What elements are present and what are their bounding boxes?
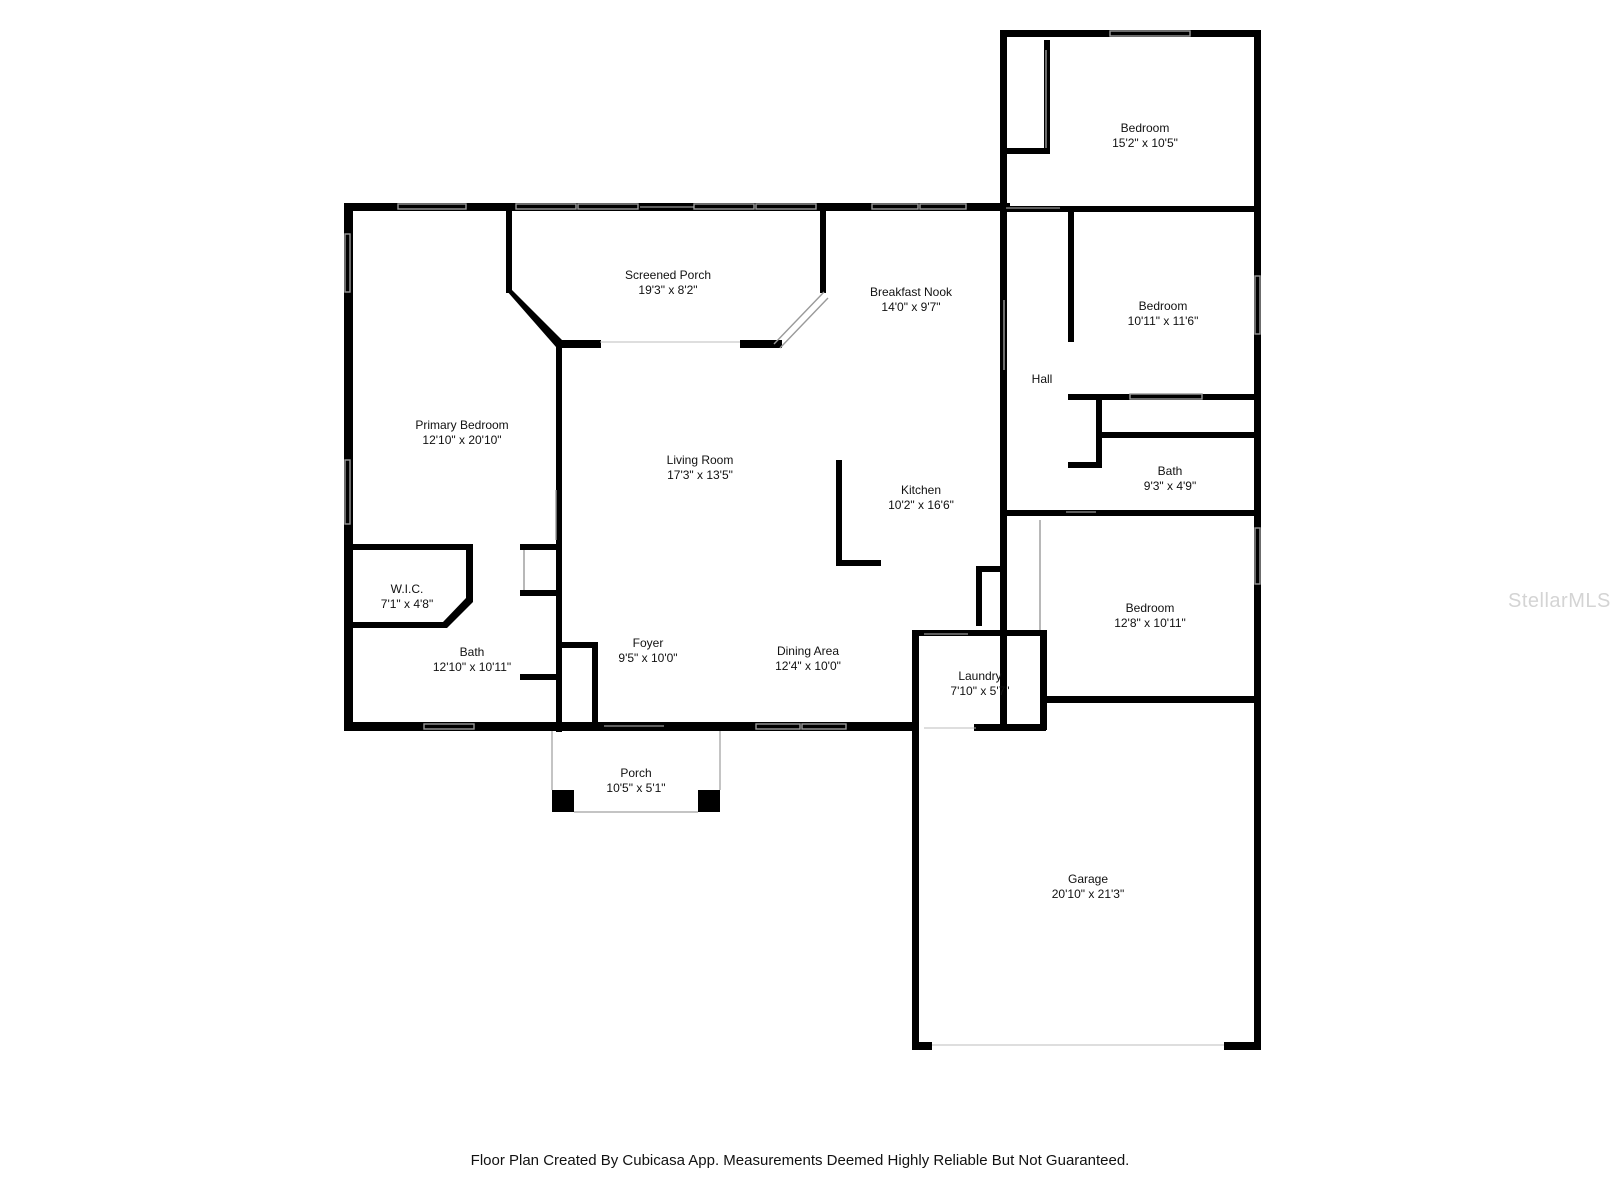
room-porch: Porch 10'5" x 5'1": [606, 766, 665, 795]
room-name: Breakfast Nook: [870, 285, 953, 299]
room-dimensions: 20'10" x 21'3": [1052, 887, 1125, 901]
room-screened-porch: Screened Porch 19'3" x 8'2": [625, 268, 711, 297]
room-dimensions: 12'10" x 10'11": [433, 660, 511, 674]
room-dimensions: 12'10" x 20'10": [422, 433, 501, 447]
room-name: Primary Bedroom: [415, 418, 508, 432]
room-hall: Hall: [1032, 372, 1053, 386]
room-bath-e: Bath 9'3" x 4'9": [1144, 464, 1196, 493]
room-laundry: Laundry 7'10" x 5'7": [950, 669, 1009, 698]
room-name: Foyer: [633, 636, 664, 650]
room-name: Garage: [1068, 872, 1108, 886]
room-name: Bath: [1158, 464, 1183, 478]
room-dimensions: 9'3" x 4'9": [1144, 479, 1196, 493]
room-dimensions: 10'5" x 5'1": [606, 781, 665, 795]
watermark: StellarMLS: [1508, 590, 1611, 612]
room-bath-w: Bath 12'10" x 10'11": [433, 645, 511, 674]
room-name: Living Room: [667, 453, 734, 467]
room-name: Laundry: [958, 669, 1001, 683]
room-name: Dining Area: [777, 644, 839, 658]
room-dimensions: 7'10" x 5'7": [950, 684, 1009, 698]
room-name: Bedroom: [1121, 121, 1170, 135]
room-dimensions: 9'5" x 10'0": [618, 651, 677, 665]
room-name: Bath: [460, 645, 485, 659]
room-dimensions: 7'1" x 4'8": [381, 597, 433, 611]
openings: [600, 206, 1224, 1046]
room-dimensions: 10'2" x 16'6": [888, 498, 954, 512]
room-name: Porch: [620, 766, 651, 780]
room-garage: Garage 20'10" x 21'3": [1052, 872, 1125, 901]
room-dimensions: 15'2" x 10'5": [1112, 136, 1178, 150]
porch-outline: [551, 731, 721, 813]
room-foyer: Foyer 9'5" x 10'0": [618, 636, 677, 665]
room-labels: Bedroom 15'2" x 10'5" Breakfast Nook 14'…: [381, 121, 1199, 901]
room-name: Kitchen: [901, 483, 941, 497]
room-dimensions: 10'11" x 11'6": [1128, 314, 1199, 328]
room-dimensions: 12'4" x 10'0": [775, 659, 841, 673]
room-bedroom-se: Bedroom 12'8" x 10'11": [1114, 601, 1186, 630]
room-primary-bedroom: Primary Bedroom 12'10" x 20'10": [415, 418, 508, 447]
room-dimensions: 14'0" x 9'7": [881, 300, 940, 314]
room-living-room: Living Room 17'3" x 13'5": [667, 453, 734, 482]
room-kitchen: Kitchen 10'2" x 16'6": [888, 483, 954, 512]
disclaimer-footer: Floor Plan Created By Cubicasa App. Meas…: [470, 1152, 1130, 1169]
windows: [344, 30, 1261, 730]
room-dimensions: 12'8" x 10'11": [1114, 616, 1186, 630]
room-dimensions: 19'3" x 8'2": [638, 283, 697, 297]
room-name: Hall: [1032, 372, 1053, 386]
room-wic: W.I.C. 7'1" x 4'8": [381, 582, 433, 611]
room-name: Bedroom: [1126, 601, 1175, 615]
room-dining-area: Dining Area 12'4" x 10'0": [775, 644, 841, 673]
room-name: W.I.C.: [391, 582, 424, 596]
room-name: Bedroom: [1139, 299, 1188, 313]
room-breakfast-nook: Breakfast Nook 14'0" x 9'7": [870, 285, 953, 314]
room-bedroom-e: Bedroom 10'11" x 11'6": [1128, 299, 1199, 328]
room-dimensions: 17'3" x 13'5": [667, 468, 733, 482]
room-bedroom-ne: Bedroom 15'2" x 10'5": [1112, 121, 1178, 150]
room-name: Screened Porch: [625, 268, 711, 282]
